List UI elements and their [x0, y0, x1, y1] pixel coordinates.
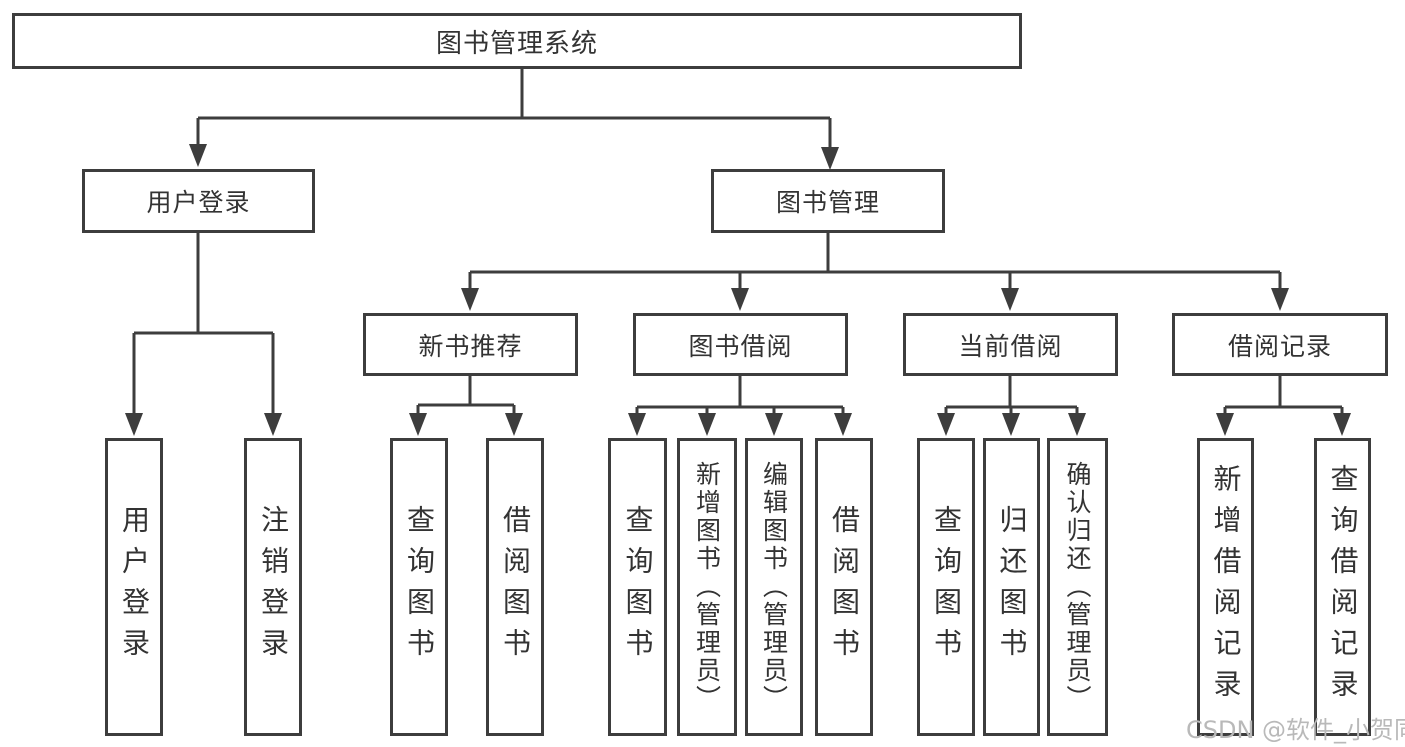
arrowhead-icon — [125, 413, 143, 436]
node-current-borrowing: 当前借阅 — [903, 313, 1118, 376]
leaf-add-borrow-record: 新增借阅记录 — [1197, 438, 1254, 736]
arrowhead-icon — [698, 413, 716, 436]
leaf-label: 查询借阅记录 — [1326, 464, 1360, 710]
leaf-search-books-borrow: 查询图书 — [608, 438, 667, 736]
node-label: 当前借阅 — [958, 331, 1063, 361]
node-label: 新书推荐 — [418, 331, 523, 361]
arrowhead-icon — [461, 288, 479, 311]
leaf-label: 用户登录 — [118, 505, 151, 669]
leaf-confirm-return-admin: 确认归还（管理员） — [1047, 438, 1108, 736]
arrowhead-icon — [189, 144, 207, 167]
arrowhead-icon — [1271, 288, 1289, 311]
leaf-label: 归还图书 — [995, 505, 1029, 669]
node-label: 图书管理系统 — [435, 28, 598, 59]
leaf-label: 新增图书（管理员） — [692, 461, 722, 713]
arrowhead-icon — [765, 413, 783, 436]
node-root-system: 图书管理系统 — [12, 13, 1022, 69]
connector-borrow-records-to-leaves — [1223, 375, 1344, 420]
node-book-borrowing: 图书借阅 — [633, 313, 848, 376]
leaf-add-books-admin: 新增图书（管理员） — [677, 438, 737, 736]
leaf-label: 借阅图书 — [499, 505, 532, 669]
leaf-label: 新增借阅记录 — [1209, 464, 1243, 710]
arrowhead-icon — [834, 413, 852, 436]
node-label: 图书借阅 — [688, 331, 793, 361]
arrowhead-icon — [264, 413, 282, 436]
leaf-edit-books-admin: 编辑图书（管理员） — [745, 438, 803, 736]
arrowhead-icon — [1216, 413, 1234, 436]
connector-book-borrow-to-leaves — [635, 375, 845, 420]
arrowhead-icon — [505, 413, 523, 436]
node-new-book-recommendation: 新书推荐 — [363, 313, 578, 376]
connector-book-management-to-level3 — [468, 233, 1282, 294]
arrowhead-icon — [1333, 413, 1351, 436]
arrowhead-icon — [409, 413, 427, 436]
leaf-logout: 注销登录 — [244, 438, 302, 736]
arrowhead-icon — [821, 147, 839, 170]
leaf-search-borrow-record: 查询借阅记录 — [1314, 438, 1371, 736]
arrowhead-icon — [937, 413, 955, 436]
connector-new-book-to-leaves — [416, 375, 516, 420]
leaf-user-login: 用户登录 — [105, 438, 163, 736]
node-label: 用户登录 — [146, 188, 251, 217]
connector-root-to-level2 — [196, 68, 832, 152]
leaf-borrow-books: 借阅图书 — [815, 438, 873, 736]
leaf-label: 确认归还（管理员） — [1063, 461, 1092, 713]
node-label: 借阅记录 — [1227, 331, 1332, 361]
connector-user-login-to-leaves — [132, 233, 275, 420]
leaf-search-books-current: 查询图书 — [917, 438, 975, 736]
arrowhead-icon — [1002, 413, 1020, 436]
arrowhead-icon — [1068, 413, 1086, 436]
leaf-borrow-books-recommend: 借阅图书 — [486, 438, 544, 736]
node-label: 图书管理 — [775, 188, 880, 217]
leaf-label: 查询图书 — [403, 505, 436, 669]
arrowhead-icon — [731, 288, 749, 311]
leaf-label: 查询图书 — [621, 505, 655, 669]
node-user-login: 用户登录 — [82, 169, 315, 233]
leaf-return-books: 归还图书 — [983, 438, 1040, 736]
leaf-label: 注销登录 — [257, 505, 290, 669]
csdn-watermark: CSDN @软件_小贺同学 — [1186, 716, 1405, 744]
leaf-label: 查询图书 — [930, 505, 963, 669]
node-book-management: 图书管理 — [711, 169, 945, 233]
arrowhead-icon — [1001, 288, 1019, 311]
connector-current-borrow-to-leaves — [944, 375, 1079, 420]
arrowhead-icon — [628, 413, 646, 436]
node-borrowing-records: 借阅记录 — [1172, 313, 1388, 376]
leaf-label: 借阅图书 — [828, 505, 861, 669]
leaf-label: 编辑图书（管理员） — [759, 461, 789, 713]
leaf-search-books-recommend: 查询图书 — [390, 438, 448, 736]
